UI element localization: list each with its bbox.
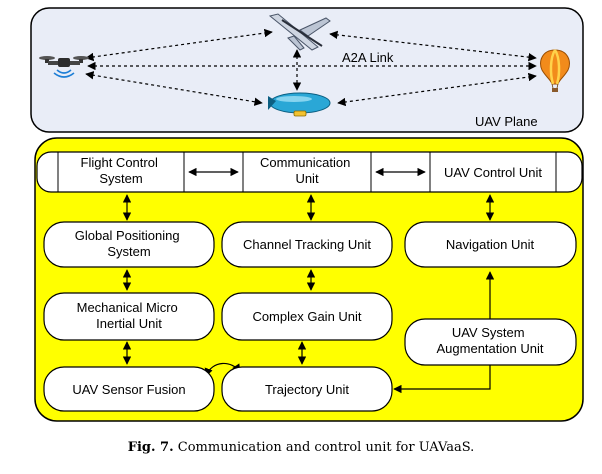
label-sensor-fusion: UAV Sensor Fusion xyxy=(72,382,185,397)
a2a-link-label: A2A Link xyxy=(342,50,394,65)
unit-trajectory xyxy=(221,366,393,412)
unit-channel xyxy=(221,221,393,268)
unit-mmiu xyxy=(43,292,215,341)
unit-labels: Global Positioning System Mechanical Mic… xyxy=(72,228,543,397)
label-complex-gain: Complex Gain Unit xyxy=(252,309,361,324)
label-communication-unit: Communication Unit xyxy=(260,155,354,186)
figure-caption: Fig. 7. Communication and control unit f… xyxy=(0,440,602,455)
unit-navigation xyxy=(404,221,577,268)
caption-prefix: Fig. 7. xyxy=(127,440,174,455)
unit-gps xyxy=(43,221,215,268)
unit-fusion xyxy=(43,366,215,412)
label-mmiu: Mechanical Micro Inertial Unit xyxy=(77,300,182,331)
drone-icon xyxy=(39,56,89,78)
top-row-band xyxy=(36,151,583,193)
figure-diagram: A2A Link UAV Plane Flight Control System… xyxy=(30,7,584,422)
hot-air-balloon-icon xyxy=(540,49,570,92)
uav-plane-label: UAV Plane xyxy=(475,114,538,129)
unit-gain xyxy=(221,292,393,341)
label-flight-control: Flight Control System xyxy=(81,155,162,186)
link-drone-fixedwing xyxy=(85,28,273,62)
fixed-wing-uav-icon xyxy=(268,13,331,51)
label-uav-control-unit: UAV Control Unit xyxy=(444,165,542,180)
label-trajectory: Trajectory Unit xyxy=(265,382,349,397)
label-gps: Global Positioning System xyxy=(75,228,183,259)
link-fixedwing-balloon xyxy=(329,30,537,62)
top-row-labels: Flight Control System Communication Unit… xyxy=(81,155,543,186)
label-navigation: Navigation Unit xyxy=(446,237,535,252)
label-augmentation: UAV System Augmentation Unit xyxy=(437,325,544,356)
caption-text: Communication and control unit for UAVaa… xyxy=(177,440,475,455)
arrow-nav-to-trajectory xyxy=(393,271,495,394)
unit-augmentation xyxy=(404,318,577,366)
a2a-links xyxy=(85,28,537,107)
label-channel-tracking: Channel Tracking Unit xyxy=(243,237,371,252)
blimp-icon xyxy=(268,92,331,117)
